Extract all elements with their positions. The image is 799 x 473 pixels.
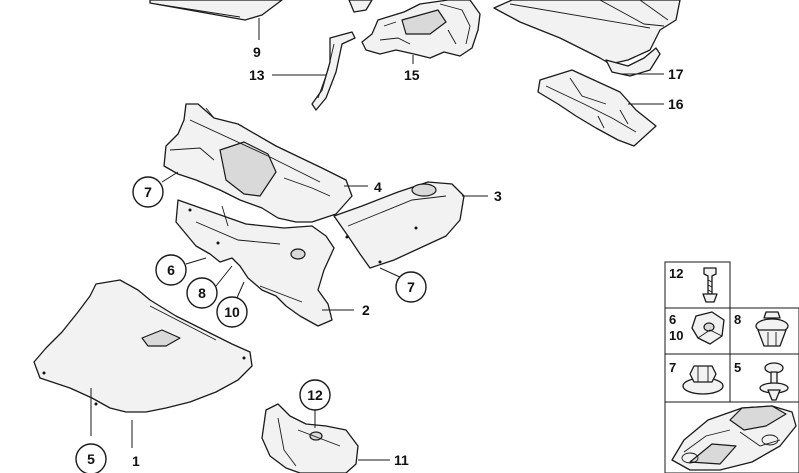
- clip-nut-icon: [691, 311, 725, 345]
- label-4: 4: [374, 179, 382, 195]
- part-11-lower-insulation: [261, 403, 359, 473]
- label-13: 13: [249, 67, 265, 83]
- kit-label-7: 7: [669, 360, 676, 375]
- leader-7a: [161, 171, 179, 183]
- svg-text:8: 8: [198, 285, 206, 301]
- label-3: 3: [494, 188, 502, 204]
- svg-text:10: 10: [224, 304, 240, 320]
- part-top-clip: [348, 0, 373, 13]
- leader-10: [235, 281, 245, 301]
- kit-label-10: 10: [669, 328, 683, 343]
- callout-5: 5: [75, 443, 107, 473]
- callout-8: 8: [186, 277, 218, 309]
- part-3-heat-shield: [333, 181, 465, 269]
- callout-6: 6: [155, 254, 187, 286]
- leader-8: [215, 265, 233, 287]
- push-pin-icon: [702, 267, 718, 303]
- part-4-bulkhead-insulation: [163, 103, 353, 223]
- callout-7-upper: 7: [132, 176, 164, 208]
- kit-label-8: 8: [734, 312, 741, 327]
- callout-10: 10: [216, 296, 248, 328]
- label-1: 1: [132, 453, 140, 469]
- label-17: 17: [668, 66, 684, 82]
- car-location-icon: [671, 405, 797, 471]
- kit-cell-12: [664, 261, 731, 309]
- label-16: 16: [668, 96, 684, 112]
- callout-7-right: 7: [395, 271, 427, 303]
- expansion-rivet-icon: [755, 311, 789, 347]
- part-13-seal-strip: [311, 31, 356, 111]
- kit-label-12: 12: [669, 266, 683, 281]
- leader-7b: [379, 267, 403, 279]
- part-1-bonnet-insulation: [33, 279, 253, 413]
- part-15-molded-insulation: [361, 0, 481, 59]
- part-17-roof-liner: [493, 0, 681, 77]
- kit-label-6: 6: [669, 312, 676, 327]
- svg-text:12: 12: [307, 387, 323, 403]
- label-2: 2: [362, 302, 370, 318]
- label-11: 11: [394, 452, 409, 468]
- label-15: 15: [404, 67, 420, 83]
- part-2-firewall-mat: [175, 199, 335, 327]
- kit-label-5: 5: [734, 360, 741, 375]
- part-9-insulation-panel: [149, 0, 283, 21]
- screw-rivet-icon: [759, 362, 789, 401]
- svg-text:5: 5: [87, 451, 95, 467]
- svg-text:7: 7: [144, 184, 152, 200]
- part-16-floor-panel: [537, 69, 657, 147]
- svg-text:6: 6: [167, 262, 175, 278]
- leader-6: [185, 257, 207, 265]
- hex-nut-icon: [682, 365, 724, 395]
- fastener-kit-grid: 12 6 10 8 7 5: [664, 261, 799, 473]
- svg-text:7: 7: [407, 279, 415, 295]
- callout-12: 12: [299, 379, 331, 411]
- label-9: 9: [253, 44, 261, 60]
